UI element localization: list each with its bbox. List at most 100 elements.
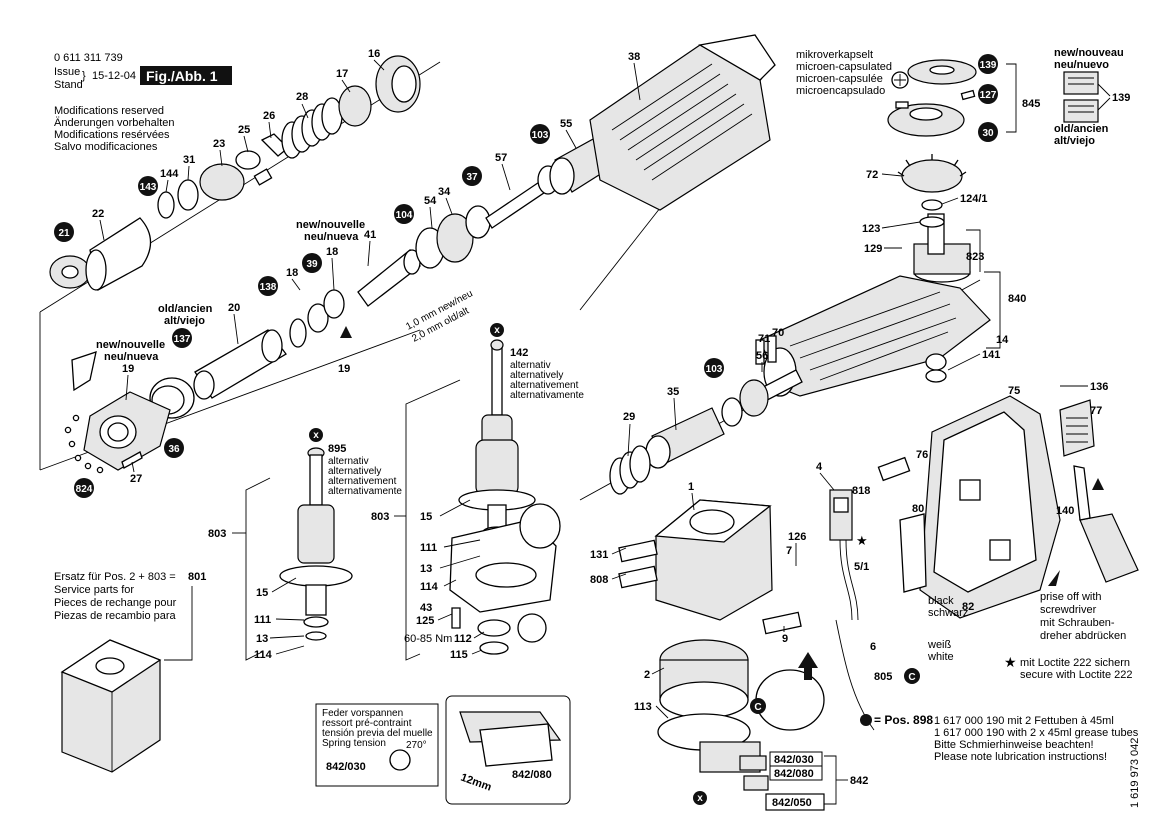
callout-56: 56 bbox=[756, 350, 768, 362]
svg-text:138: 138 bbox=[260, 282, 277, 293]
brush-holder-parts bbox=[739, 755, 769, 791]
bottom-part-labels: 842/030 842/080 842/050 842 bbox=[765, 751, 868, 811]
marker-138 bbox=[258, 276, 278, 296]
callout-14: 14 bbox=[996, 334, 1009, 346]
chuck-parts bbox=[49, 55, 421, 291]
svg-text:143: 143 bbox=[140, 182, 157, 193]
fig-label-box bbox=[140, 66, 232, 85]
callout-4: 4 bbox=[816, 461, 823, 473]
callout-80: 80 bbox=[912, 503, 924, 515]
svg-text:dreher abdrücken: dreher abdrücken bbox=[1040, 630, 1126, 642]
bearing-845 bbox=[887, 59, 977, 137]
marker-30 bbox=[978, 122, 998, 142]
svg-text:Please note lubrication instru: Please note lubrication instructions! bbox=[934, 751, 1107, 763]
callout-141: 141 bbox=[982, 349, 1000, 361]
callout-19a: 19 bbox=[122, 363, 134, 375]
marker-21 bbox=[54, 222, 74, 242]
switch-4 bbox=[829, 456, 927, 731]
svg-text:mit Loctite 222 sichern: mit Loctite 222 sichern bbox=[1020, 657, 1130, 669]
modifications-line: Modifications reserved bbox=[54, 105, 164, 117]
direction-arrows bbox=[340, 326, 1104, 680]
svg-text:new/nouvelle: new/nouvelle bbox=[96, 339, 165, 351]
svg-text:new/nouvelle: new/nouvelle bbox=[296, 219, 365, 231]
sleeve-part bbox=[199, 163, 245, 201]
gear-housing-38 bbox=[589, 34, 776, 211]
svg-text:1 617 000 190 mit 2 Fettuben à: 1 617 000 190 mit 2 Fettuben à 45ml bbox=[934, 715, 1114, 727]
svg-text:old/ancien: old/ancien bbox=[158, 303, 213, 315]
svg-text:37: 37 bbox=[466, 172, 478, 183]
callout-43: 43 bbox=[420, 602, 432, 614]
svg-text:alt/viejo: alt/viejo bbox=[1054, 135, 1095, 147]
svg-text:prise off with: prise off with bbox=[1040, 591, 1102, 603]
callout-131: 131 bbox=[590, 549, 608, 561]
svg-text:842/080: 842/080 bbox=[512, 769, 552, 781]
callout-114b: 114 bbox=[420, 581, 439, 593]
callout-76: 76 bbox=[916, 449, 928, 461]
grease-dot-icon bbox=[860, 714, 872, 726]
callout-15b: 15 bbox=[420, 511, 432, 523]
callout-20: 20 bbox=[228, 302, 240, 314]
marker-824 bbox=[74, 478, 94, 498]
svg-text:old/ancien: old/ancien bbox=[1054, 123, 1109, 135]
modifications-line: Änderungen vorbehalten bbox=[54, 117, 174, 129]
svg-text:39: 39 bbox=[306, 259, 318, 270]
svg-text:103: 103 bbox=[706, 364, 723, 375]
callout-17: 17 bbox=[336, 68, 348, 80]
svg-text:black: black bbox=[928, 595, 954, 607]
callout-144: 144 bbox=[160, 168, 179, 180]
callout-38: 38 bbox=[628, 51, 640, 63]
callout-13a: 13 bbox=[256, 633, 268, 645]
svg-text:= Pos. 898: = Pos. 898 bbox=[874, 713, 933, 727]
callout-57: 57 bbox=[495, 152, 507, 164]
svg-text:alternativ: alternativ bbox=[510, 360, 551, 371]
part-number: 0 611 311 739 bbox=[54, 52, 123, 64]
callout-group-lower: 1 131 808 2 113 9 126 7 4 818 5/1 6 805 … bbox=[590, 381, 1108, 719]
callout-72: 72 bbox=[866, 169, 878, 181]
svg-text:Feder vorspannen: Feder vorspannen bbox=[322, 708, 403, 719]
intermediate-shaft-parts bbox=[609, 335, 803, 495]
svg-text:103: 103 bbox=[532, 130, 549, 141]
callout-group-right: 72 124/1 123 129 823 840 14 141 845 139 bbox=[862, 63, 1130, 371]
x-marker: x bbox=[697, 793, 703, 804]
callout-1: 1 bbox=[688, 481, 694, 493]
stand-label: Stand bbox=[54, 79, 83, 91]
callout-845: 845 bbox=[1022, 98, 1040, 110]
modifications-line: Salvo modificaciones bbox=[54, 141, 158, 153]
svg-text:21: 21 bbox=[58, 228, 70, 239]
svg-text:microencapsulado: microencapsulado bbox=[796, 85, 885, 97]
callout-25: 25 bbox=[238, 124, 250, 136]
ball-ring bbox=[64, 414, 104, 474]
svg-text:30: 30 bbox=[982, 128, 994, 139]
arrow-icon bbox=[1092, 478, 1104, 490]
svg-text:127: 127 bbox=[980, 90, 997, 101]
marker-37 bbox=[462, 166, 482, 186]
svg-text:new/nouveau: new/nouveau bbox=[1054, 47, 1124, 59]
svg-text:white: white bbox=[927, 651, 954, 663]
callout-9: 9 bbox=[782, 633, 788, 645]
svg-text:270°: 270° bbox=[406, 740, 427, 751]
c-marker: C bbox=[754, 702, 761, 713]
svg-text:schwarz: schwarz bbox=[928, 607, 968, 619]
arrow-icon bbox=[798, 652, 818, 680]
callout-111b: 111 bbox=[420, 542, 437, 554]
svg-text:139: 139 bbox=[980, 60, 997, 71]
svg-text:alternativamente: alternativamente bbox=[510, 390, 584, 401]
callout-23: 23 bbox=[213, 138, 225, 150]
svg-text:Ersatz für Pos. 2 + 803 =: Ersatz für Pos. 2 + 803 = bbox=[54, 571, 176, 583]
callout-129: 129 bbox=[864, 243, 882, 255]
callout-840: 840 bbox=[1008, 293, 1026, 305]
spring-part bbox=[281, 97, 343, 159]
arrow-icon bbox=[340, 326, 352, 338]
svg-text:alternativ: alternativ bbox=[328, 456, 369, 467]
callout-28: 28 bbox=[296, 91, 308, 103]
service-assembly-801 bbox=[60, 639, 162, 773]
callout-35: 35 bbox=[667, 386, 679, 398]
callout-27: 27 bbox=[130, 473, 142, 485]
callout-140: 140 bbox=[1056, 505, 1074, 517]
issue-date: 15-12-04 bbox=[92, 70, 136, 82]
svg-text:842/050: 842/050 bbox=[772, 797, 812, 809]
loctite-note: ★ mit Loctite 222 sichern secure with Lo… bbox=[856, 534, 1133, 681]
callout-823: 823 bbox=[966, 251, 984, 263]
svg-text:alternatively: alternatively bbox=[328, 466, 381, 477]
